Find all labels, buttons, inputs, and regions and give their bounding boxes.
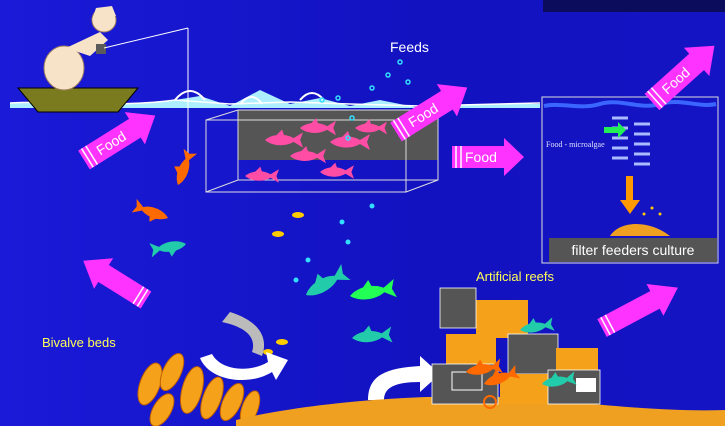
wild-fish-orange: [169, 148, 197, 188]
food-arrow-label: Food: [465, 149, 497, 165]
wild-fish-green: [300, 261, 351, 303]
artificial-reefs-label: Artificial reefs: [476, 270, 554, 283]
wild-fish-green: [149, 237, 187, 260]
wild-fish-green: [348, 276, 397, 306]
sinking-particles: [294, 204, 375, 283]
feeds-label: Feeds: [390, 40, 429, 54]
filter-feeders-culture-label: filter feeders culture: [549, 238, 717, 262]
food-microalgae-label: Food - microalgae: [546, 140, 605, 149]
artificial-reefs: [432, 288, 600, 408]
arrow-up-left: [74, 246, 156, 316]
arrow-up-right: [594, 272, 687, 344]
feed-pellets: [263, 212, 304, 355]
bivalve-beds: [133, 350, 264, 426]
bivalve-beds-label: Bivalve beds: [42, 336, 116, 349]
food-arrow-right: Food: [452, 138, 524, 176]
wild-fish-orange: [131, 199, 171, 227]
wild-fish-green: [351, 324, 393, 346]
mussel-ropes: [612, 118, 650, 164]
caged-fish: [320, 163, 354, 179]
